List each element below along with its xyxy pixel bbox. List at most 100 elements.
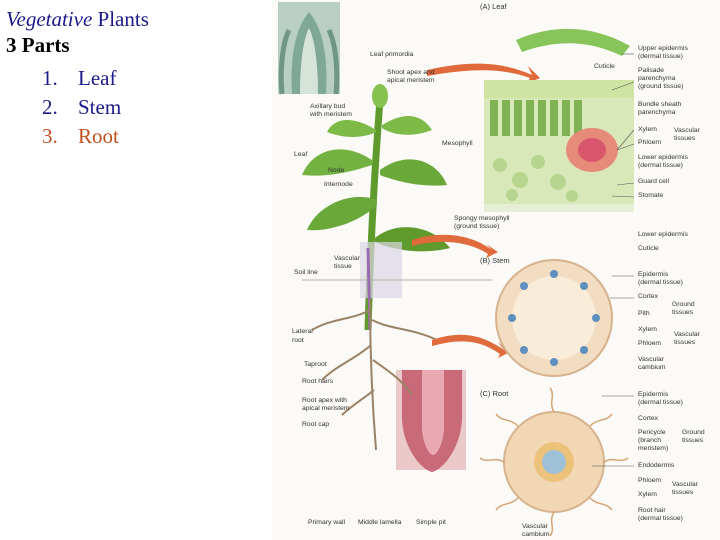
label-stem-xylem: Xylem: [638, 326, 657, 333]
label-node: Node: [328, 167, 344, 174]
label-internode: Internode: [324, 181, 353, 188]
part-label: Leaf: [78, 66, 117, 90]
slide-text: Vegetative Plants 3 Parts 1. Leaf 2. Stem …: [6, 6, 268, 151]
section-root: (C) Root: [480, 389, 509, 398]
label-root-dermal: (dermal tissue): [638, 399, 683, 406]
label-stem-cambium-1: Vascular: [638, 356, 665, 363]
label-cuticle: Cuticle: [594, 63, 615, 70]
label-phloem: Phloem: [638, 139, 661, 146]
vascular-tissue-box: [360, 242, 402, 298]
label-leaf: Leaf: [294, 151, 307, 158]
label-upper-epidermis-2: (dermal tissue): [638, 53, 683, 60]
label-leaf-primordia: Leaf primordia: [370, 51, 414, 58]
label-lateral-root-1: Lateral: [292, 328, 313, 335]
parts-list: 1. Leaf 2. Stem 3. Root: [6, 64, 268, 151]
shoot-apex-micrograph: [278, 2, 340, 95]
part-number: 2.: [42, 95, 58, 119]
title-rest: Plants: [92, 7, 149, 31]
label-stem-cortex: Cortex: [638, 293, 659, 300]
label-vascular-tissue-1: Vascular: [334, 255, 361, 262]
label-root-epidermis: Epidermis: [638, 391, 669, 398]
label-axillary-2: with meristem: [309, 111, 352, 118]
label-stem-vascular-2: tissues: [674, 339, 696, 346]
root-cross-section: [479, 387, 629, 537]
label-root-apex-1: Root apex with: [302, 397, 347, 404]
label-guard-cell: Guard cell: [638, 178, 669, 185]
label-palisade-3: (ground tissue): [638, 83, 683, 90]
label-bundle-sheath-2: parenchyma: [638, 109, 676, 116]
label-axillary-1: Axillary bud: [310, 103, 345, 110]
leader-lines: [592, 53, 635, 467]
label-pericycle-1: Pericycle: [638, 429, 666, 436]
label-stem-vascular-1: Vascular: [674, 331, 701, 338]
label-stem-pith: Pith: [638, 310, 650, 317]
label-stem-dermal: (dermal tissue): [638, 279, 683, 286]
part-label: Stem: [78, 95, 122, 119]
label-primary-wall: Primary wall: [308, 519, 345, 526]
label-upper-epidermis-1: Upper epidermis: [638, 45, 688, 52]
label-root-hair-2: (dermal tissue): [638, 515, 683, 522]
label-spongy-1: Spongy mesophyll: [454, 215, 510, 222]
label-root-cortex: Cortex: [638, 415, 659, 422]
label-root-ground-1: Ground: [682, 429, 705, 436]
plant-anatomy-figure: (A) Leaf (B) Stem (C) Root Leaf primordi…: [272, 0, 720, 540]
label-shoot-apex-1: Shoot apex and: [387, 69, 435, 76]
label-middle-lamella: Middle lamella: [358, 519, 402, 526]
plant-diagram: (A) Leaf (B) Stem (C) Root Leaf primordi…: [272, 0, 720, 540]
part-item-stem: 2. Stem: [6, 93, 268, 122]
label-lateral-root-2: root: [292, 337, 304, 344]
label-lower-epidermis: Lower epidermis: [638, 231, 688, 238]
label-vascular-2: tissues: [674, 135, 696, 142]
callout-arrows: [412, 63, 540, 358]
section-stem: (B) Stem: [480, 256, 510, 265]
label-root-cap: Root cap: [302, 421, 329, 428]
label-bundle-sheath-1: Bundle sheath: [638, 101, 682, 108]
part-number: 1.: [42, 66, 58, 90]
label-stomate: Stomate: [638, 192, 664, 199]
part-item-root: 3. Root: [6, 122, 268, 151]
label-root-vascular-1: Vascular: [672, 481, 699, 488]
label-vascular-1: Vascular: [674, 127, 701, 134]
label-stem-phloem: Phloem: [638, 340, 661, 347]
label-bottom-vascular-1: Vascular: [522, 523, 549, 530]
slide-title: Vegetative Plants: [6, 6, 268, 32]
label-cuticle-b: Cuticle: [638, 245, 659, 252]
label-xylem: Xylem: [638, 126, 657, 133]
label-bottom-vascular-2: cambium: [522, 531, 550, 538]
label-lower-epidermis-1: Lower epidermis: [638, 154, 688, 161]
label-root-ground-2: tissues: [682, 437, 704, 444]
part-label: Root: [78, 124, 119, 148]
plant-shoot: [302, 84, 450, 331]
label-pericycle-3: meristem): [638, 445, 668, 452]
label-root-vascular-2: tissues: [672, 489, 694, 496]
title-italic: Vegetative: [6, 7, 93, 31]
label-stem-cambium-2: cambium: [638, 364, 666, 371]
label-palisade-2: parenchyma: [638, 75, 676, 82]
label-lower-epidermis-2: (dermal tissue): [638, 162, 683, 169]
label-soil-line: Soil line: [294, 269, 318, 276]
label-taproot: Taproot: [304, 361, 327, 368]
label-stem-ground-2: tissues: [672, 309, 694, 316]
part-number: 3.: [42, 124, 58, 148]
label-root-apex-2: apical meristem: [302, 405, 350, 412]
label-mesophyll: Mesophyll: [442, 140, 473, 147]
label-palisade-1: Palisade: [638, 67, 664, 74]
slide-subtitle: 3 Parts: [6, 33, 70, 57]
label-stem-epidermis: Epidermis: [638, 271, 669, 278]
section-leaf: (A) Leaf: [480, 2, 508, 11]
label-root-phloem: Phloem: [638, 477, 661, 484]
label-endodermis: Endodermis: [638, 462, 675, 469]
label-root-hair-1: Root hair: [638, 507, 666, 514]
label-stem-ground-1: Ground: [672, 301, 695, 308]
label-simple-pit: Simple pit: [416, 519, 446, 526]
stem-cross-section: [495, 259, 613, 377]
label-root-xylem: Xylem: [638, 491, 657, 498]
label-spongy-2: (ground tissue): [454, 223, 499, 230]
root-system: [311, 299, 438, 451]
leaf-cross-section: [484, 28, 634, 212]
part-item-leaf: 1. Leaf: [6, 64, 268, 93]
label-shoot-apex-2: apical meristem: [387, 77, 435, 84]
label-pericycle-2: (branch: [638, 437, 661, 444]
root-tip-micrograph: [396, 370, 466, 472]
label-vascular-tissue-2: tissue: [334, 263, 352, 270]
